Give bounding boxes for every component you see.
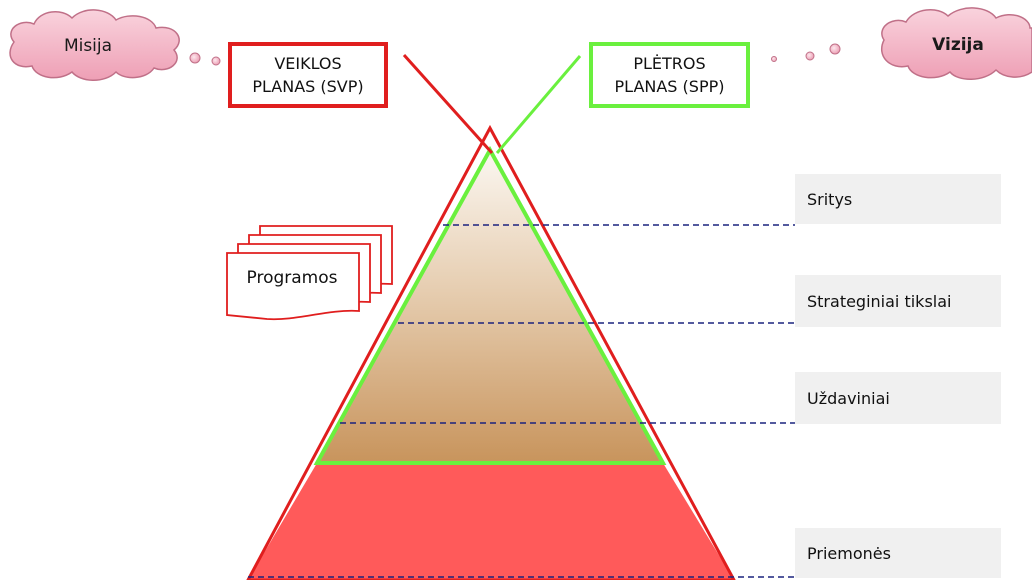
programs-label: Programos <box>247 268 338 288</box>
level-label-priemones: Priemonės <box>795 528 1001 578</box>
pyramid-base-band <box>248 463 734 580</box>
activity-plan-line2: PLANAS (SVP) <box>252 77 364 96</box>
activity-plan-connector <box>402 53 494 155</box>
activity-plan-line1: VEIKLOS <box>274 53 342 73</box>
thought-bubble-dot <box>771 56 777 62</box>
mission-cloud: Misija <box>9 9 180 81</box>
pyramid-outline <box>246 124 736 580</box>
thought-bubble-dot <box>829 43 841 55</box>
thought-bubble-dot <box>189 52 201 64</box>
thought-bubble-dot <box>211 56 221 66</box>
development-plan-line2: PLANAS (SPP) <box>614 77 725 96</box>
development-plan-box: PLĖTROS PLANAS (SPP) <box>589 42 750 108</box>
level-label-strateginiai-tikslai: Strateginiai tikslai <box>795 275 1001 327</box>
level-label-sritys: Sritys <box>795 174 1001 224</box>
vision-cloud: Vizija <box>881 7 1032 80</box>
programs-document-stack <box>226 225 393 321</box>
pyramid-inner-triangle <box>313 145 667 465</box>
vision-label: Vizija <box>932 35 984 55</box>
level-label-uzdaviniai: Uždaviniai <box>795 372 1001 424</box>
mission-label: Misija <box>64 36 112 56</box>
development-plan-connector <box>495 55 582 154</box>
development-plan-line1: PLĖTROS <box>633 53 706 73</box>
activity-plan-box: VEIKLOS PLANAS (SVP) <box>228 42 388 108</box>
thought-bubble-dot <box>805 51 815 61</box>
